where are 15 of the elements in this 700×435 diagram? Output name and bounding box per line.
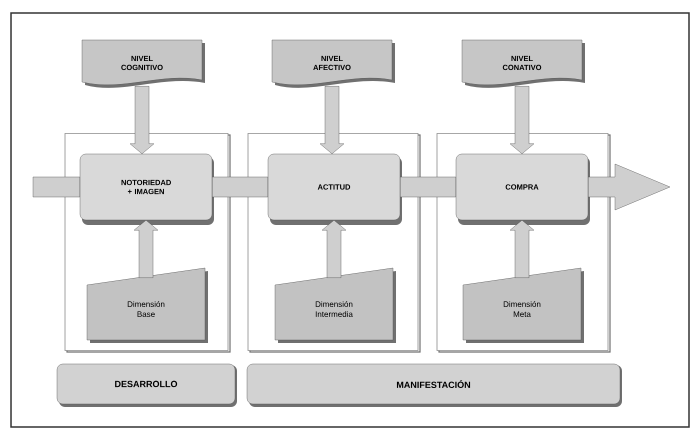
flow-arrow	[32, 176, 80, 198]
dimension-box: Dimensión Base	[86, 268, 208, 343]
flow-arrow	[400, 176, 456, 198]
block-arrow	[320, 86, 344, 154]
block-arrow	[510, 86, 534, 154]
flow-arrow	[212, 176, 268, 198]
phase-band: DESARROLLO	[56, 364, 237, 407]
block-arrow	[510, 220, 534, 278]
phase-band: MANIFESTACIÓN	[246, 364, 622, 407]
flow-arrow	[588, 164, 670, 210]
dimension-box: Dimensión Meta	[462, 268, 584, 343]
block-arrow	[130, 86, 154, 154]
block-arrow	[134, 220, 158, 278]
dimension-box: Dimensión Intermedia	[274, 268, 396, 343]
block-arrow	[322, 220, 346, 278]
